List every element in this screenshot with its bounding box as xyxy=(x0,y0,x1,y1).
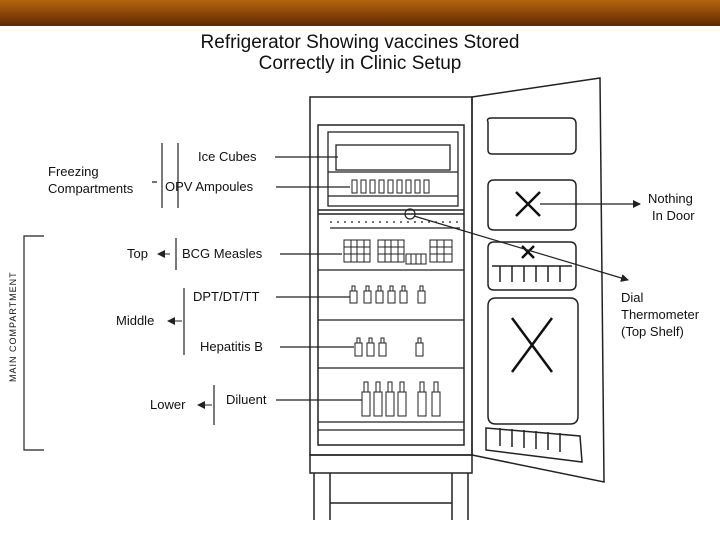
dial-thermometer-icon xyxy=(404,208,416,220)
dpt-vials xyxy=(349,285,426,304)
freezing-bracket xyxy=(152,143,179,208)
fridge-door xyxy=(471,77,605,483)
opv-ampoules xyxy=(351,179,430,194)
hepatitis-b-label: Hepatitis B xyxy=(200,339,263,354)
freezing-label-line-1: Freezing xyxy=(48,164,99,179)
diluent-bottles xyxy=(361,381,441,417)
lower-label: Lower xyxy=(150,397,186,412)
no-storage-x-marks xyxy=(510,191,554,373)
dpt-label: DPT/DT/TT xyxy=(193,289,259,304)
title-line-1: Refrigerator Showing vaccines Stored xyxy=(200,32,520,53)
nothing-in-door-line-2: In Door xyxy=(652,208,695,223)
opv-label: OPV Ampoules xyxy=(165,179,254,194)
main-compartment-bracket xyxy=(23,235,44,451)
fridge-body xyxy=(309,96,473,520)
title-line-2: Correctly in Clinic Setup xyxy=(258,53,462,74)
dial-line-1: Dial xyxy=(621,290,644,305)
main-shelves xyxy=(318,221,464,431)
diluent-label: Diluent xyxy=(226,392,267,407)
header-bar xyxy=(0,0,720,26)
dial-thermometer-arrow xyxy=(413,215,629,282)
bcg-measles-boxes xyxy=(343,239,453,265)
nothing-in-door-line-1: Nothing xyxy=(648,191,693,206)
freezer-compartment xyxy=(327,131,459,207)
dial-line-3: (Top Shelf) xyxy=(621,324,684,339)
hepatitis-b-vials xyxy=(354,337,424,357)
dial-line-2: Thermometer xyxy=(621,307,700,322)
freezing-label-line-2: Compartments xyxy=(48,181,134,196)
middle-label: Middle xyxy=(116,313,154,328)
ice-cube-tray xyxy=(335,144,451,171)
bcg-measles-label: BCG Measles xyxy=(182,246,263,261)
ice-cubes-label: Ice Cubes xyxy=(198,149,257,164)
main-compartment-label: MAIN COMPARTMENT xyxy=(8,271,18,382)
top-label: Top xyxy=(127,246,148,261)
diagram-title: Refrigerator Showing vaccines Stored Cor… xyxy=(130,32,590,74)
